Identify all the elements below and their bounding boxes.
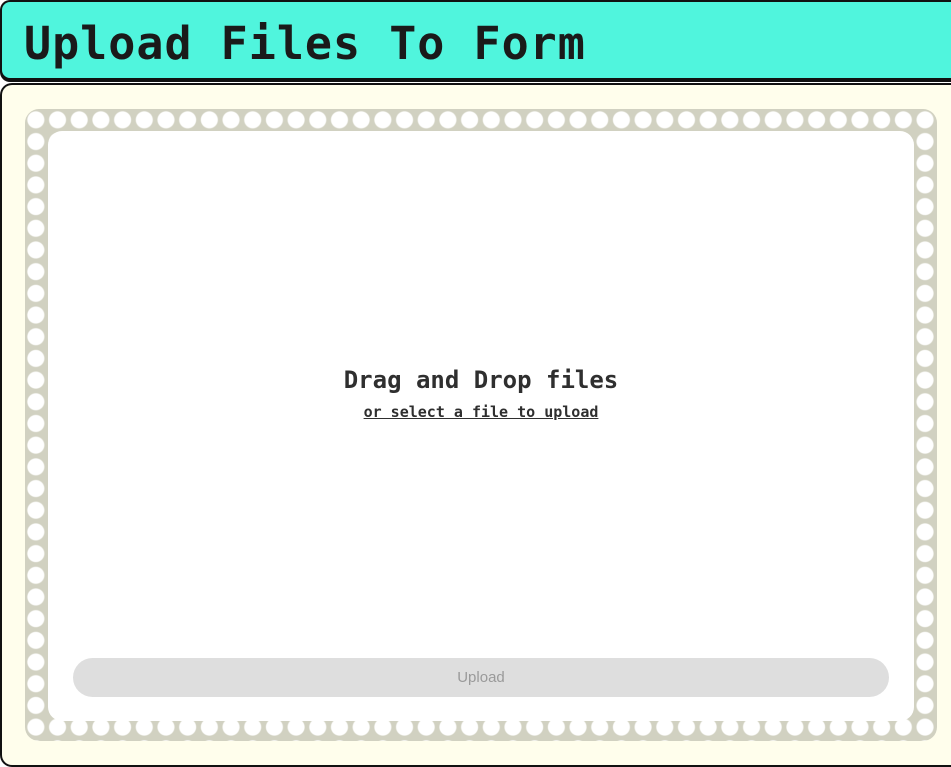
select-file-row: or select a file to upload	[48, 402, 914, 422]
header-bar: Upload Files To Form	[0, 0, 951, 80]
select-file-link[interactable]: or select a file to upload	[363, 403, 599, 421]
dropzone-content[interactable]: Drag and Drop files or select a file to …	[48, 131, 914, 721]
page-title: Upload Files To Form	[24, 17, 586, 70]
upload-button[interactable]: Upload	[73, 658, 889, 697]
file-dropzone[interactable]: Drag and Drop files or select a file to …	[25, 109, 937, 741]
drag-and-drop-heading: Drag and Drop files	[343, 366, 619, 394]
